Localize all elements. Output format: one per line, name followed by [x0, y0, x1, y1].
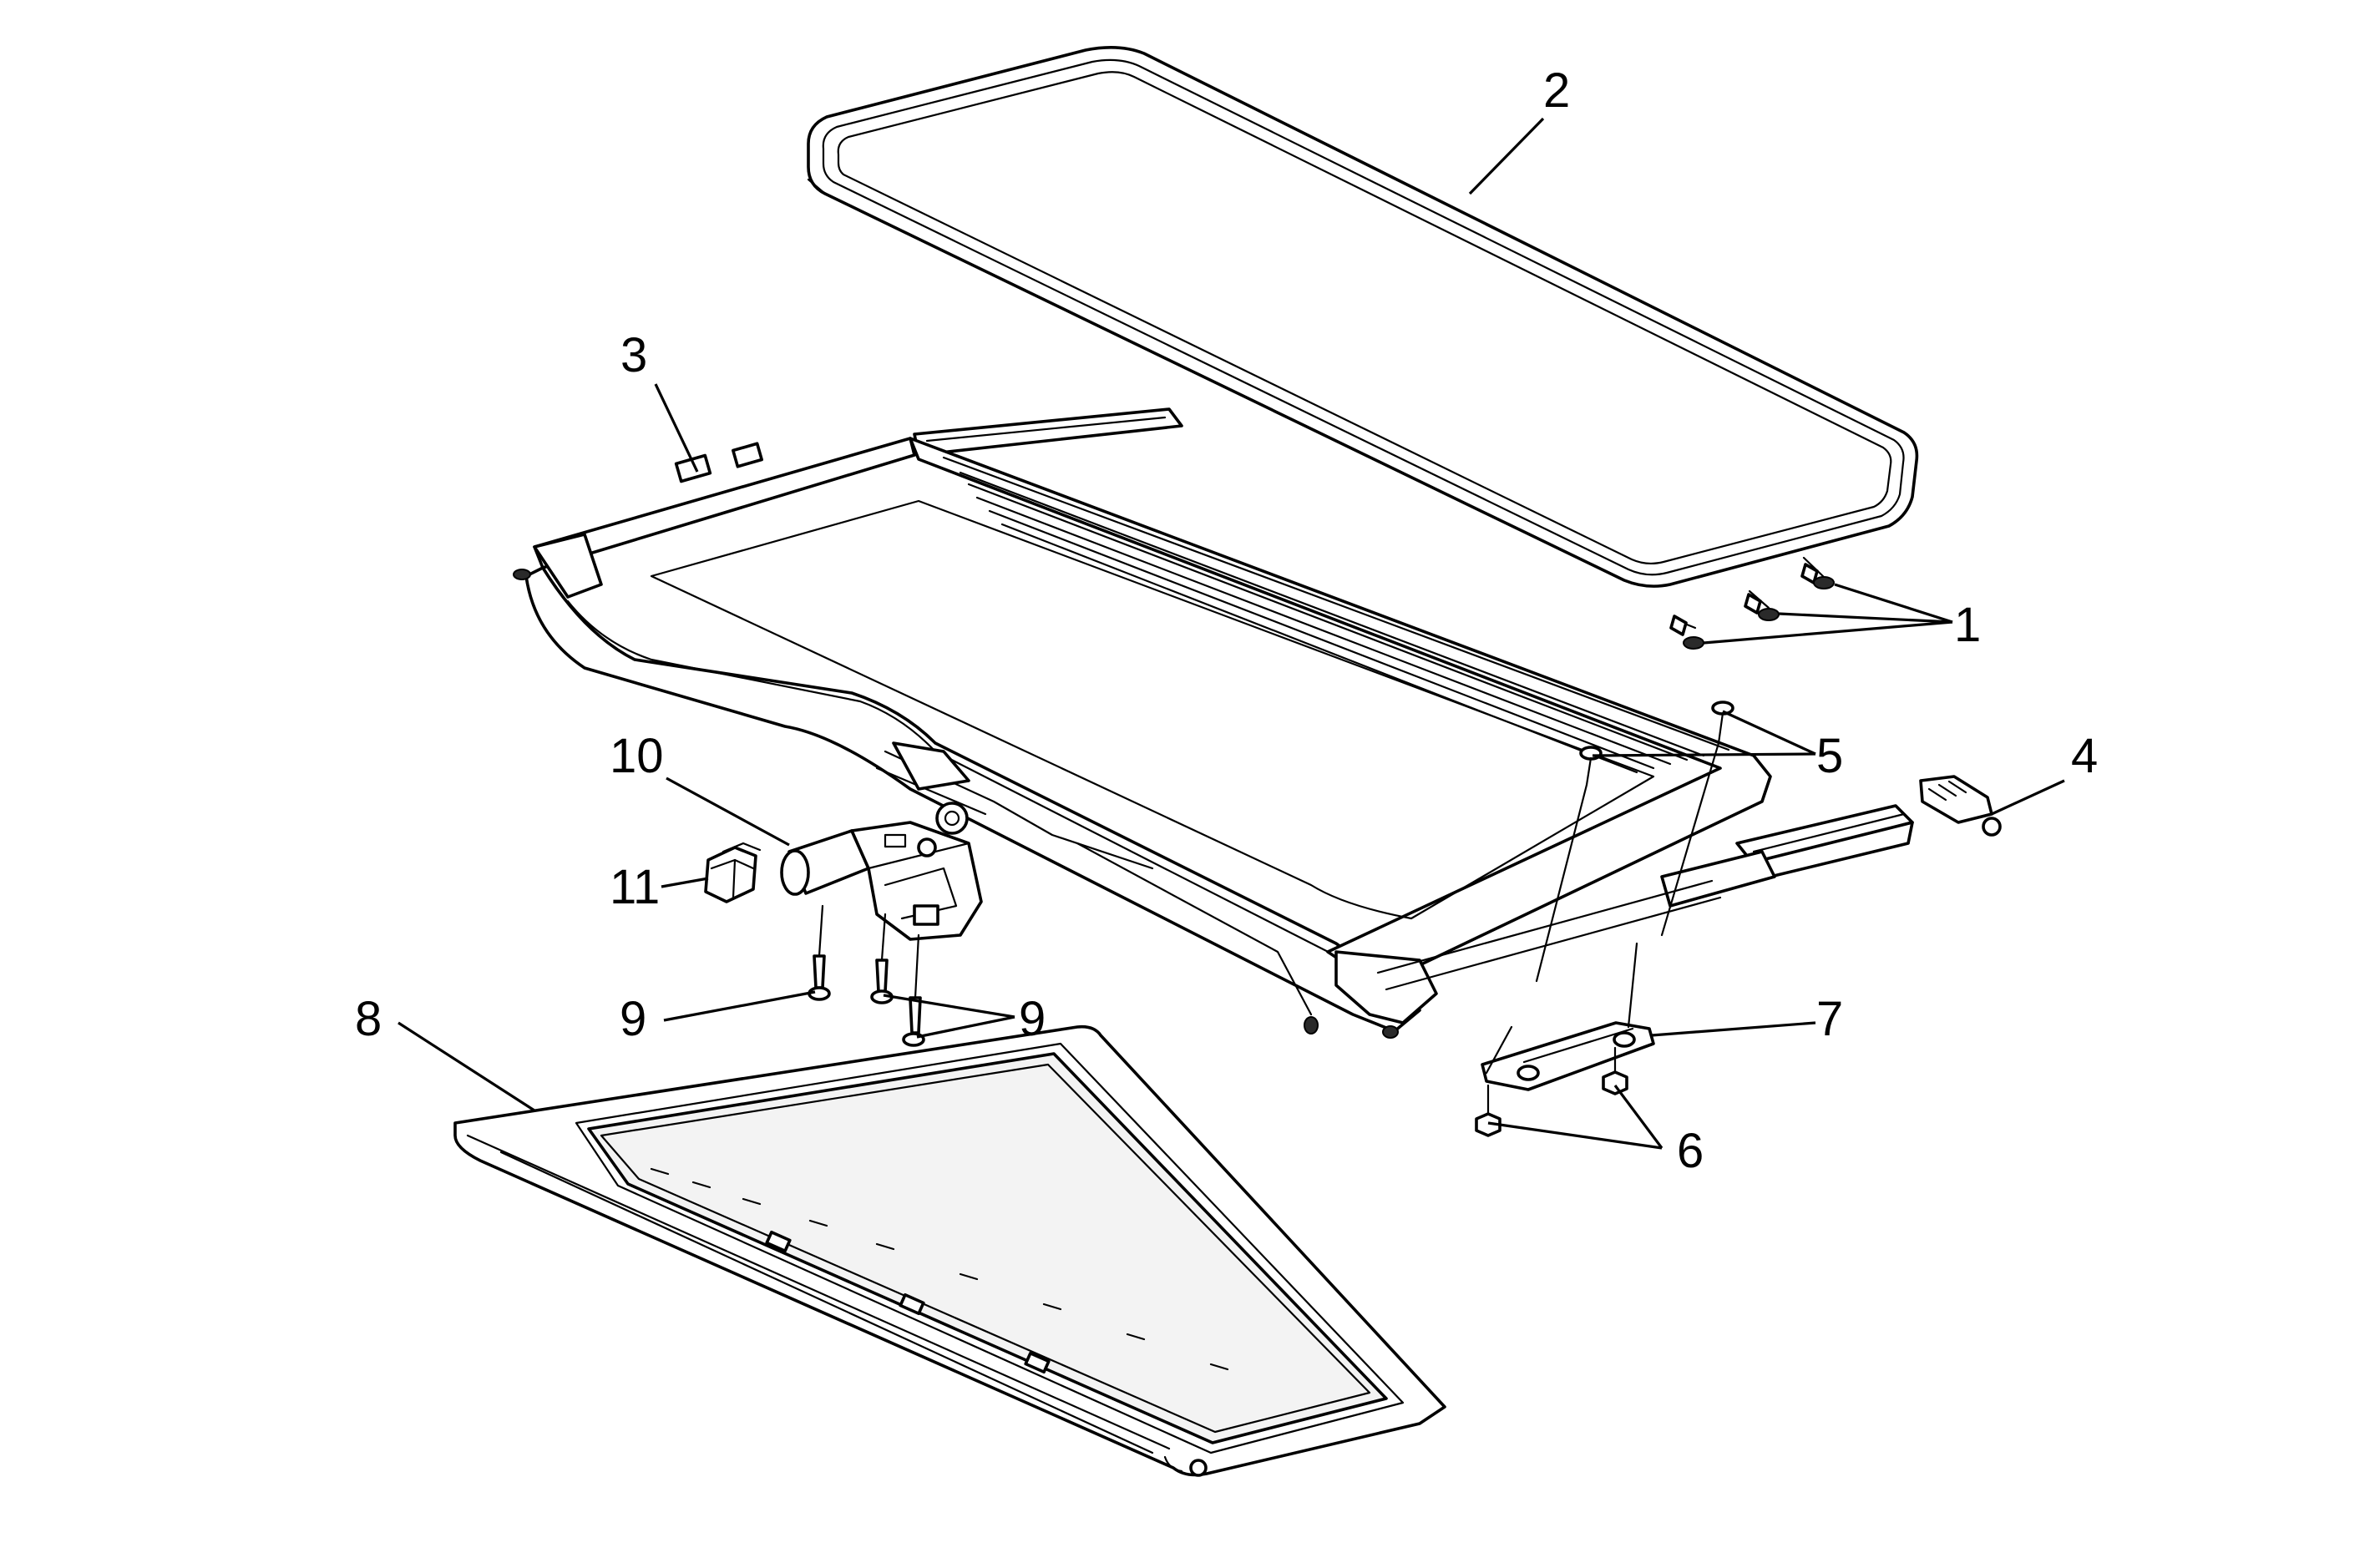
screw [870, 913, 894, 1004]
callout-7: 7 [1816, 992, 1843, 1046]
sunroof-frame [513, 407, 1914, 1039]
screw [808, 904, 831, 1001]
callout-10: 10 [610, 729, 664, 783]
module-connector [704, 842, 762, 903]
callout-11: 11 [610, 860, 660, 914]
callout-5: 5 [1816, 729, 1843, 783]
callout-2: 2 [1543, 63, 1570, 118]
bolt [1744, 589, 1780, 621]
callout-6: 6 [1677, 1124, 1704, 1178]
callout-9-right: 9 [1019, 992, 1046, 1046]
motor-screws [808, 904, 925, 1047]
screws-5 [1535, 701, 1734, 983]
callout-1: 1 [1954, 598, 1981, 652]
screw [1711, 701, 1734, 745]
leader-lines [398, 117, 2065, 1150]
rail-end-bracket [1919, 775, 2002, 837]
sunroof-glass-panel [807, 46, 1919, 588]
callout-4: 4 [2071, 729, 2098, 783]
callout-8: 8 [355, 992, 382, 1046]
mounting-bracket-plate [1481, 942, 1655, 1091]
bolt [1669, 615, 1704, 650]
callout-3: 3 [620, 328, 647, 382]
screw [1579, 746, 1603, 787]
screw [902, 933, 925, 1047]
bolt [1800, 556, 1835, 589]
sunroof-motor [780, 821, 983, 941]
nut [1602, 1070, 1628, 1095]
callout-numbers: 1 2 3 4 5 6 7 8 9 9 10 11 [355, 63, 2098, 1178]
sunroof-sunshade-trim [453, 1024, 1446, 1477]
nuts-6 [1475, 1046, 1628, 1137]
callout-9-left: 9 [620, 992, 646, 1046]
